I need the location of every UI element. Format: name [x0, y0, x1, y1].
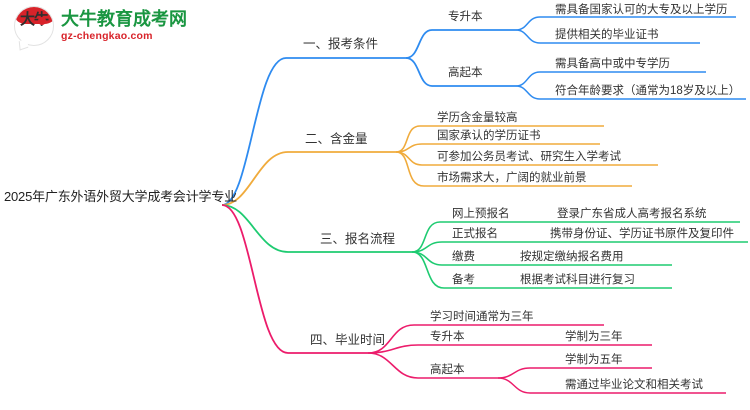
branch-3-child-4[interactable]: 备考	[452, 274, 475, 286]
logo-bubble-tail	[18, 38, 29, 51]
branch-3-child-1[interactable]: 网上预报名	[452, 208, 510, 220]
mindmap-root-node[interactable]: 2025年广东外语外贸大学成考会计学专业	[4, 189, 237, 204]
branch-2-child-4[interactable]: 市场需求大，广阔的就业前景	[437, 172, 587, 184]
logo-mark-icon: 大牛	[14, 6, 54, 51]
branch-4-child-2-leaf-1[interactable]: 学制为三年	[565, 331, 623, 343]
branch-2-child-2[interactable]: 国家承认的学历证书	[437, 130, 541, 142]
branch-4-child-3[interactable]: 高起本	[430, 364, 465, 376]
site-logo: 大牛 大牛教育成考网 gz-chengkao.com	[14, 6, 187, 51]
logo-title: 大牛教育成考网	[61, 9, 187, 30]
logo-red-dot-icon	[38, 17, 46, 25]
branch-node-1[interactable]: 一、报考条件	[303, 37, 379, 51]
branch-1-child-2-leaf-1[interactable]: 需具备高中或中专学历	[555, 58, 670, 70]
branch-1-child-2[interactable]: 高起本	[448, 67, 483, 79]
logo-bubble-shape	[14, 6, 54, 46]
branch-1-child-1-leaf-2[interactable]: 提供相关的毕业证书	[555, 29, 659, 41]
branch-4-child-3-leaf-2[interactable]: 需通过毕业论文和相关考试	[565, 379, 703, 391]
branch-2-child-1[interactable]: 学历含金量较高	[437, 112, 518, 124]
branch-1-child-1-leaf-1[interactable]: 需具备国家认可的大专及以上学历	[555, 4, 728, 16]
branch-node-4[interactable]: 四、毕业时间	[310, 333, 386, 347]
branch-3-child-2[interactable]: 正式报名	[452, 228, 498, 240]
branch-4-child-3-leaf-1[interactable]: 学制为五年	[565, 354, 623, 366]
branch-3-child-3-leaf-1[interactable]: 按规定缴纳报名费用	[520, 251, 624, 263]
branch-4-child-2[interactable]: 专升本	[430, 331, 465, 343]
branch-node-3[interactable]: 三、报名流程	[320, 232, 396, 246]
logo-mark-glyph: 大牛	[19, 11, 49, 28]
branch-4-child-1[interactable]: 学习时间通常为三年	[430, 311, 534, 323]
logo-subtitle: gz-chengkao.com	[61, 29, 153, 42]
branch-3-child-3[interactable]: 缴费	[452, 251, 475, 263]
branch-1-child-2-leaf-2[interactable]: 符合年龄要求（通常为18岁及以上）	[555, 85, 741, 97]
branch-node-2[interactable]: 二、含金量	[305, 132, 368, 146]
branch-3-child-4-leaf-1[interactable]: 根据考试科目进行复习	[520, 274, 635, 286]
branch-1-child-1[interactable]: 专升本	[448, 11, 483, 23]
branch-3-child-2-leaf-1[interactable]: 携带身份证、学历证书原件及复印件	[550, 228, 734, 240]
branch-2-child-3[interactable]: 可参加公务员考试、研究生入学考试	[437, 151, 621, 163]
branch-3-child-1-leaf-1[interactable]: 登录广东省成人高考报名系统	[557, 208, 707, 220]
logo-text-block: 大牛教育成考网 gz-chengkao.com	[61, 10, 187, 42]
